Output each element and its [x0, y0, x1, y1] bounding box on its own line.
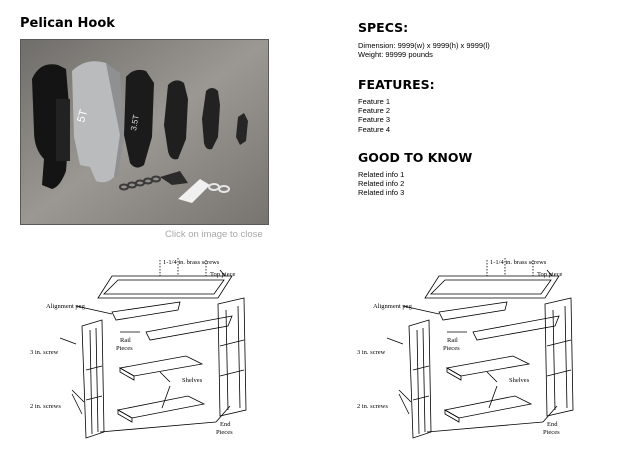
label-rail: Rail — [120, 337, 131, 344]
label-brass-screws: 1-1/4 in. brass screws — [163, 259, 220, 266]
assembly-diagram-right: 1-1/4 in. brass screws Top piece Alignme… — [357, 258, 574, 439]
label-end: End — [220, 421, 231, 428]
feature-item: Feature 1 — [358, 97, 391, 106]
label-alignment-peg: Alignment peg — [46, 303, 86, 310]
good-to-know-list: Related info 1 Related info 2 Related in… — [358, 170, 404, 198]
label-two-in-screws: 2 in. screws — [30, 403, 61, 410]
feature-item: Feature 4 — [358, 124, 391, 134]
label-alignment-peg: Alignment peg — [373, 303, 413, 310]
hook-marking-35t: 3.5T — [129, 114, 141, 131]
assembly-diagram-left: 1-1/4 in. brass screws Top piece Alignme… — [30, 258, 247, 439]
label-end-pieces: Pieces — [216, 429, 233, 436]
product-photo[interactable]: 5T 3.5T — [20, 39, 269, 225]
product-title: Pelican Hook — [20, 16, 115, 31]
hook-marking-5t: 5T — [75, 108, 90, 124]
label-rail: Rail — [447, 337, 458, 344]
label-two-in-screws: 2 in. screws — [357, 403, 388, 410]
label-three-in-screw: 3 in. screw — [357, 349, 386, 356]
label-end-pieces: Pieces — [543, 429, 560, 436]
pelican-hook-photo: 5T 3.5T — [20, 39, 269, 225]
label-shelves: Shelves — [509, 377, 530, 384]
specs-heading: SPECS: — [358, 20, 409, 35]
feature-item: Feature 3 — [358, 115, 391, 125]
label-rail-pieces: Pieces — [116, 345, 133, 352]
label-top-piece: Top piece — [537, 271, 562, 278]
label-shelves: Shelves — [182, 377, 203, 384]
spec-weight: Weight: 99999 pounds — [358, 50, 433, 60]
label-rail-pieces: Pieces — [443, 345, 460, 352]
related-info-item: Related info 3 — [358, 188, 405, 198]
related-info-item: Related info 1 — [358, 170, 405, 179]
related-info-item: Related info 2 — [358, 179, 405, 189]
spec-dimension: Dimension: 9999(w) x 9999(h) x 9999(l) — [358, 41, 490, 50]
label-end: End — [547, 421, 558, 428]
features-list: Feature 1 Feature 2 Feature 3 Feature 4 — [358, 97, 390, 134]
label-three-in-screw: 3 in. screw — [30, 349, 59, 356]
label-top-piece: Top piece — [210, 271, 235, 278]
close-image-caption[interactable]: Click on image to close — [165, 229, 263, 240]
features-heading: FEATURES: — [358, 77, 435, 92]
specs-list: Dimension: 9999(w) x 9999(h) x 9999(l) W… — [358, 41, 490, 59]
good-to-know-heading: GOOD TO KNOW — [358, 150, 473, 165]
feature-item: Feature 2 — [358, 106, 391, 116]
label-brass-screws: 1-1/4 in. brass screws — [490, 259, 547, 266]
